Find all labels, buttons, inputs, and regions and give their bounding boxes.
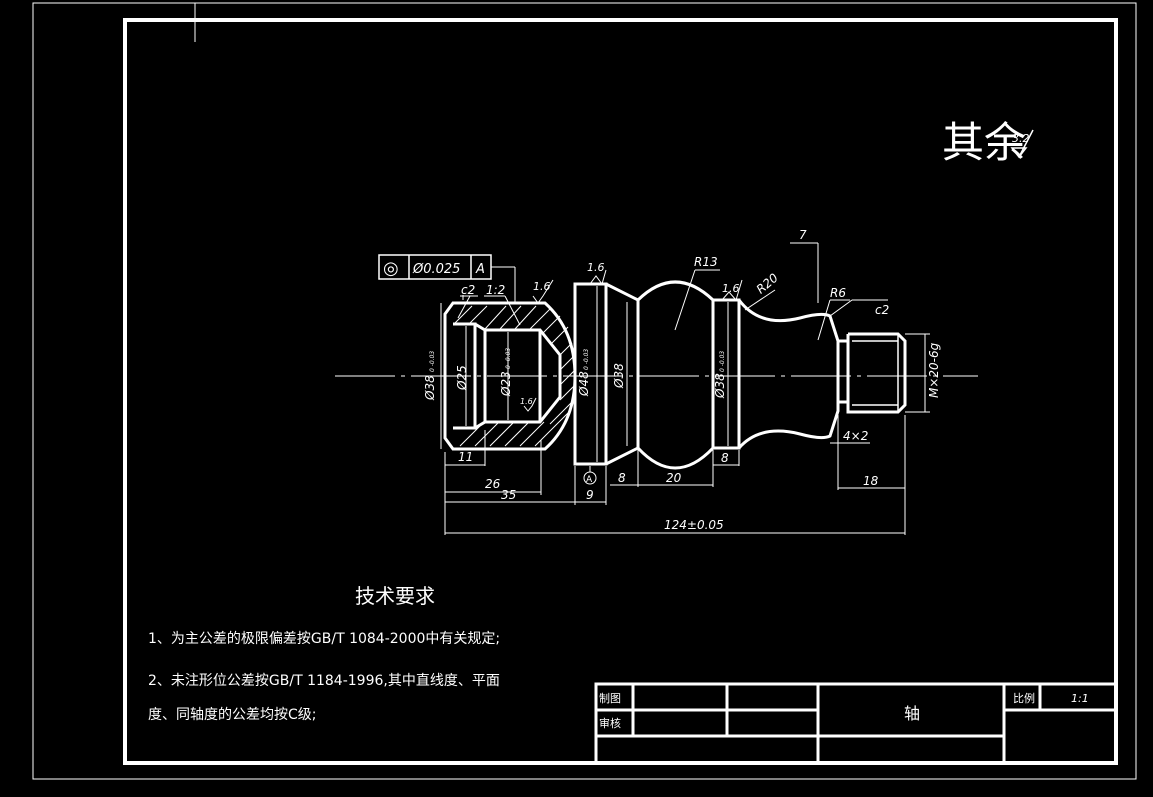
coaxiality-icon: ◎ xyxy=(383,258,399,279)
title-block xyxy=(594,682,1118,765)
radius-20: R20 xyxy=(754,270,781,296)
roughness-4: 1.6 xyxy=(520,397,533,406)
tech-req-title: 技术要求 xyxy=(355,584,435,608)
datum-circle xyxy=(583,471,597,485)
chamfer-right: c2 xyxy=(875,303,889,317)
roughness-note-prefix: 其余 xyxy=(942,118,1026,167)
dia-48-tol: 0 -0.03 xyxy=(583,349,590,370)
tech-req-item-1: 1、为主公差的极限偏差按GB/T 1084-2000中有关规定; xyxy=(148,631,500,647)
scale-value: 1:1 xyxy=(1071,692,1089,705)
tech-req-item-2-line-1: 2、未注形位公差按GB/T 1184-1996,其中直线度、平面 xyxy=(148,672,500,689)
dim-9: 9 xyxy=(586,488,594,502)
shaft-part xyxy=(443,280,907,470)
dia-38-right: Ø38 xyxy=(713,373,727,399)
dim-total: 124±0.05 xyxy=(664,518,724,532)
roughness-3: 1.6 xyxy=(722,282,740,295)
dia-48: Ø48 xyxy=(577,371,591,397)
taper-ratio: 1:2 xyxy=(486,283,505,297)
roughness-2: 1.6 xyxy=(587,261,605,274)
chamfer-left: c2 xyxy=(461,283,475,297)
dia-38-left-tol: 0 -0.03 xyxy=(429,351,436,372)
dia-23: Ø23 xyxy=(499,371,513,397)
dim-20: 20 xyxy=(666,471,682,485)
thread-outline xyxy=(838,332,907,414)
roughness-symbol-icon xyxy=(1010,129,1034,159)
dim-8b: 8 xyxy=(721,451,729,465)
roughness-1: 1.6 xyxy=(533,280,551,293)
groove-spec: 4×2 xyxy=(843,429,868,443)
scale-label: 比例 xyxy=(1013,691,1035,705)
general-roughness-note: 其余 3.2 xyxy=(942,118,1034,167)
tolerance-value: Ø0.025 xyxy=(412,262,460,277)
bore-outline xyxy=(453,322,562,430)
tech-req-item-2-line-2: 度、同轴度的公差均按C级; xyxy=(148,707,317,723)
tolerance-datum: A xyxy=(475,262,485,277)
dia-38-left: Ø38 xyxy=(423,375,437,401)
dia-38-mid: Ø38 xyxy=(612,363,626,389)
dim-18: 18 xyxy=(863,474,879,488)
radius-13: R13 xyxy=(694,255,718,269)
dimension-lines xyxy=(440,242,930,535)
dia-23-tol: 0 -0.03 xyxy=(505,348,512,369)
technical-requirements: 技术要求 1、为主公差的极限偏差按GB/T 1084-2000中有关规定; 2、… xyxy=(148,584,500,723)
neck-outline xyxy=(711,298,741,450)
collar-chamfer xyxy=(605,282,639,466)
roughness-symbols xyxy=(523,269,743,412)
geometric-tolerance-frame: ◎ Ø0.025 A xyxy=(378,254,492,280)
outer-border xyxy=(32,2,1137,780)
ball-outline xyxy=(636,280,715,470)
roughness-note-value: 3.2 xyxy=(1012,132,1030,145)
thread-spec: M×20-6g xyxy=(927,342,941,398)
dia-38-right-tol: 0 -0.03 xyxy=(719,351,726,372)
part-name: 轴 xyxy=(904,704,920,723)
dim-8a: 8 xyxy=(618,471,626,485)
dim-26: 26 xyxy=(485,477,501,491)
dim-7: 7 xyxy=(799,228,807,242)
checked-label: 审核 xyxy=(599,716,621,730)
dim-35: 35 xyxy=(501,488,516,502)
dia-25: Ø25 xyxy=(455,365,469,391)
datum-label: A xyxy=(586,475,593,485)
radius-6: R6 xyxy=(830,286,846,300)
annotation-texts: c2 1:2 1.6 1.6 1.6 1.6 R13 R20 R6 c2 7 Ø… xyxy=(423,228,941,532)
drafted-label: 制图 xyxy=(599,692,621,705)
dim-11: 11 xyxy=(458,450,473,464)
section-hatching xyxy=(454,305,575,447)
